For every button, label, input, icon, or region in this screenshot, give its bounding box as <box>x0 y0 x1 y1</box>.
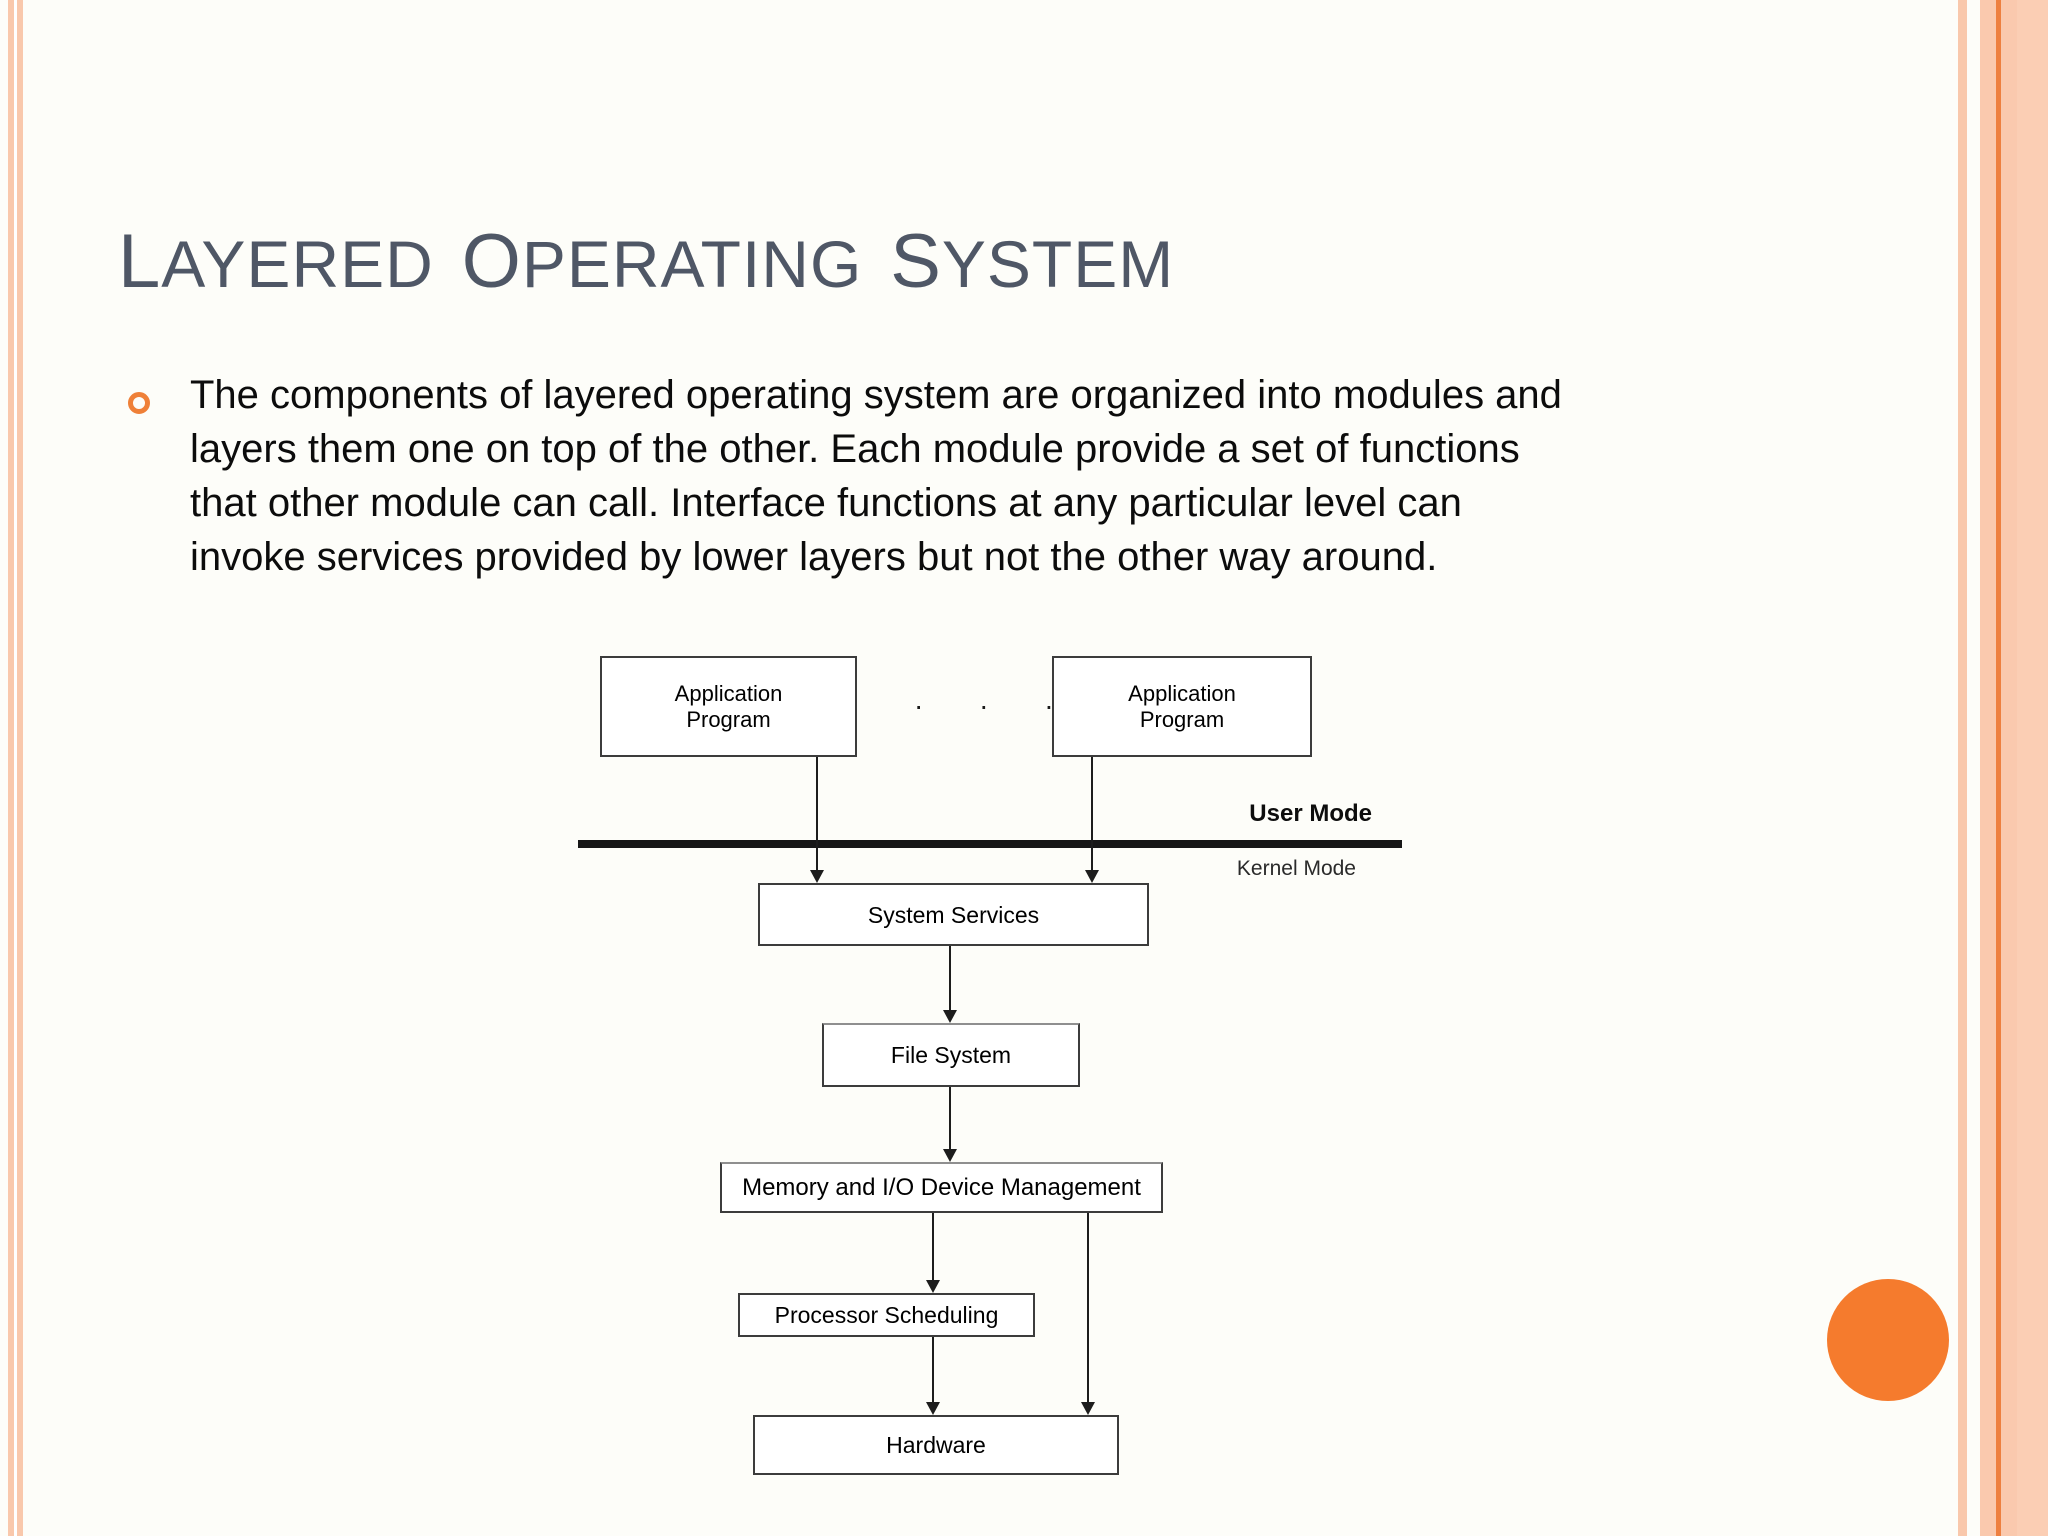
diagram-box-processor-scheduling: Processor Scheduling <box>738 1293 1035 1337</box>
bullet-paragraph: The components of layered operating syst… <box>190 368 1790 584</box>
user-kernel-divider-line <box>578 840 1402 848</box>
arrowhead-icon <box>1085 870 1099 883</box>
arrow-systemservices-to-filesystem <box>949 946 951 1011</box>
arrow-processorscheduling-to-hardware <box>932 1337 934 1403</box>
right-border-thin-stripe <box>1958 0 1967 1536</box>
arrowhead-icon <box>943 1010 957 1023</box>
slide-title: Layered Operating System <box>118 224 1174 302</box>
title-word: Layered <box>118 219 434 304</box>
arrow-memoryio-to-processorscheduling <box>932 1213 934 1281</box>
title-word: Operating <box>461 219 863 304</box>
arrow-filesystem-to-memoryio <box>949 1087 951 1150</box>
kernel-mode-label: Kernel Mode <box>1236 857 1356 880</box>
title-word: System <box>890 219 1175 304</box>
arrowhead-icon <box>1081 1402 1095 1415</box>
orange-circle-decoration <box>1827 1279 1949 1401</box>
diagram-box-application-program-right: Application Program <box>1052 656 1312 757</box>
bullet-line: layers them one on top of the other. Eac… <box>190 427 1520 471</box>
bullet-line: The components of layered operating syst… <box>190 373 1562 417</box>
bullet-line: that other module can call. Interface fu… <box>190 481 1462 525</box>
diagram-box-system-services: System Services <box>758 883 1149 946</box>
diagram-box-hardware: Hardware <box>753 1415 1119 1475</box>
arrow-appleft-to-systemservices <box>816 757 818 871</box>
bullet-icon <box>128 392 150 414</box>
right-border-band <box>1980 0 2048 1536</box>
bullet-line: invoke services provided by lower layers… <box>190 535 1438 579</box>
user-mode-label: User Mode <box>1249 800 1372 827</box>
diagram-box-file-system: File System <box>822 1023 1080 1087</box>
diagram-box-application-program-left: Application Program <box>600 656 857 757</box>
diagram-box-memory-io-device-management: Memory and I/O Device Management <box>720 1162 1163 1213</box>
arrow-appright-to-systemservices <box>1091 757 1093 871</box>
arrow-memoryio-to-hardware-bypass <box>1087 1213 1089 1403</box>
left-border-stripes <box>8 0 23 1536</box>
arrowhead-icon <box>943 1149 957 1162</box>
arrowhead-icon <box>926 1280 940 1293</box>
diagram-ellipsis-dots: · · · <box>914 690 1078 721</box>
arrowhead-icon <box>810 870 824 883</box>
arrowhead-icon <box>926 1402 940 1415</box>
